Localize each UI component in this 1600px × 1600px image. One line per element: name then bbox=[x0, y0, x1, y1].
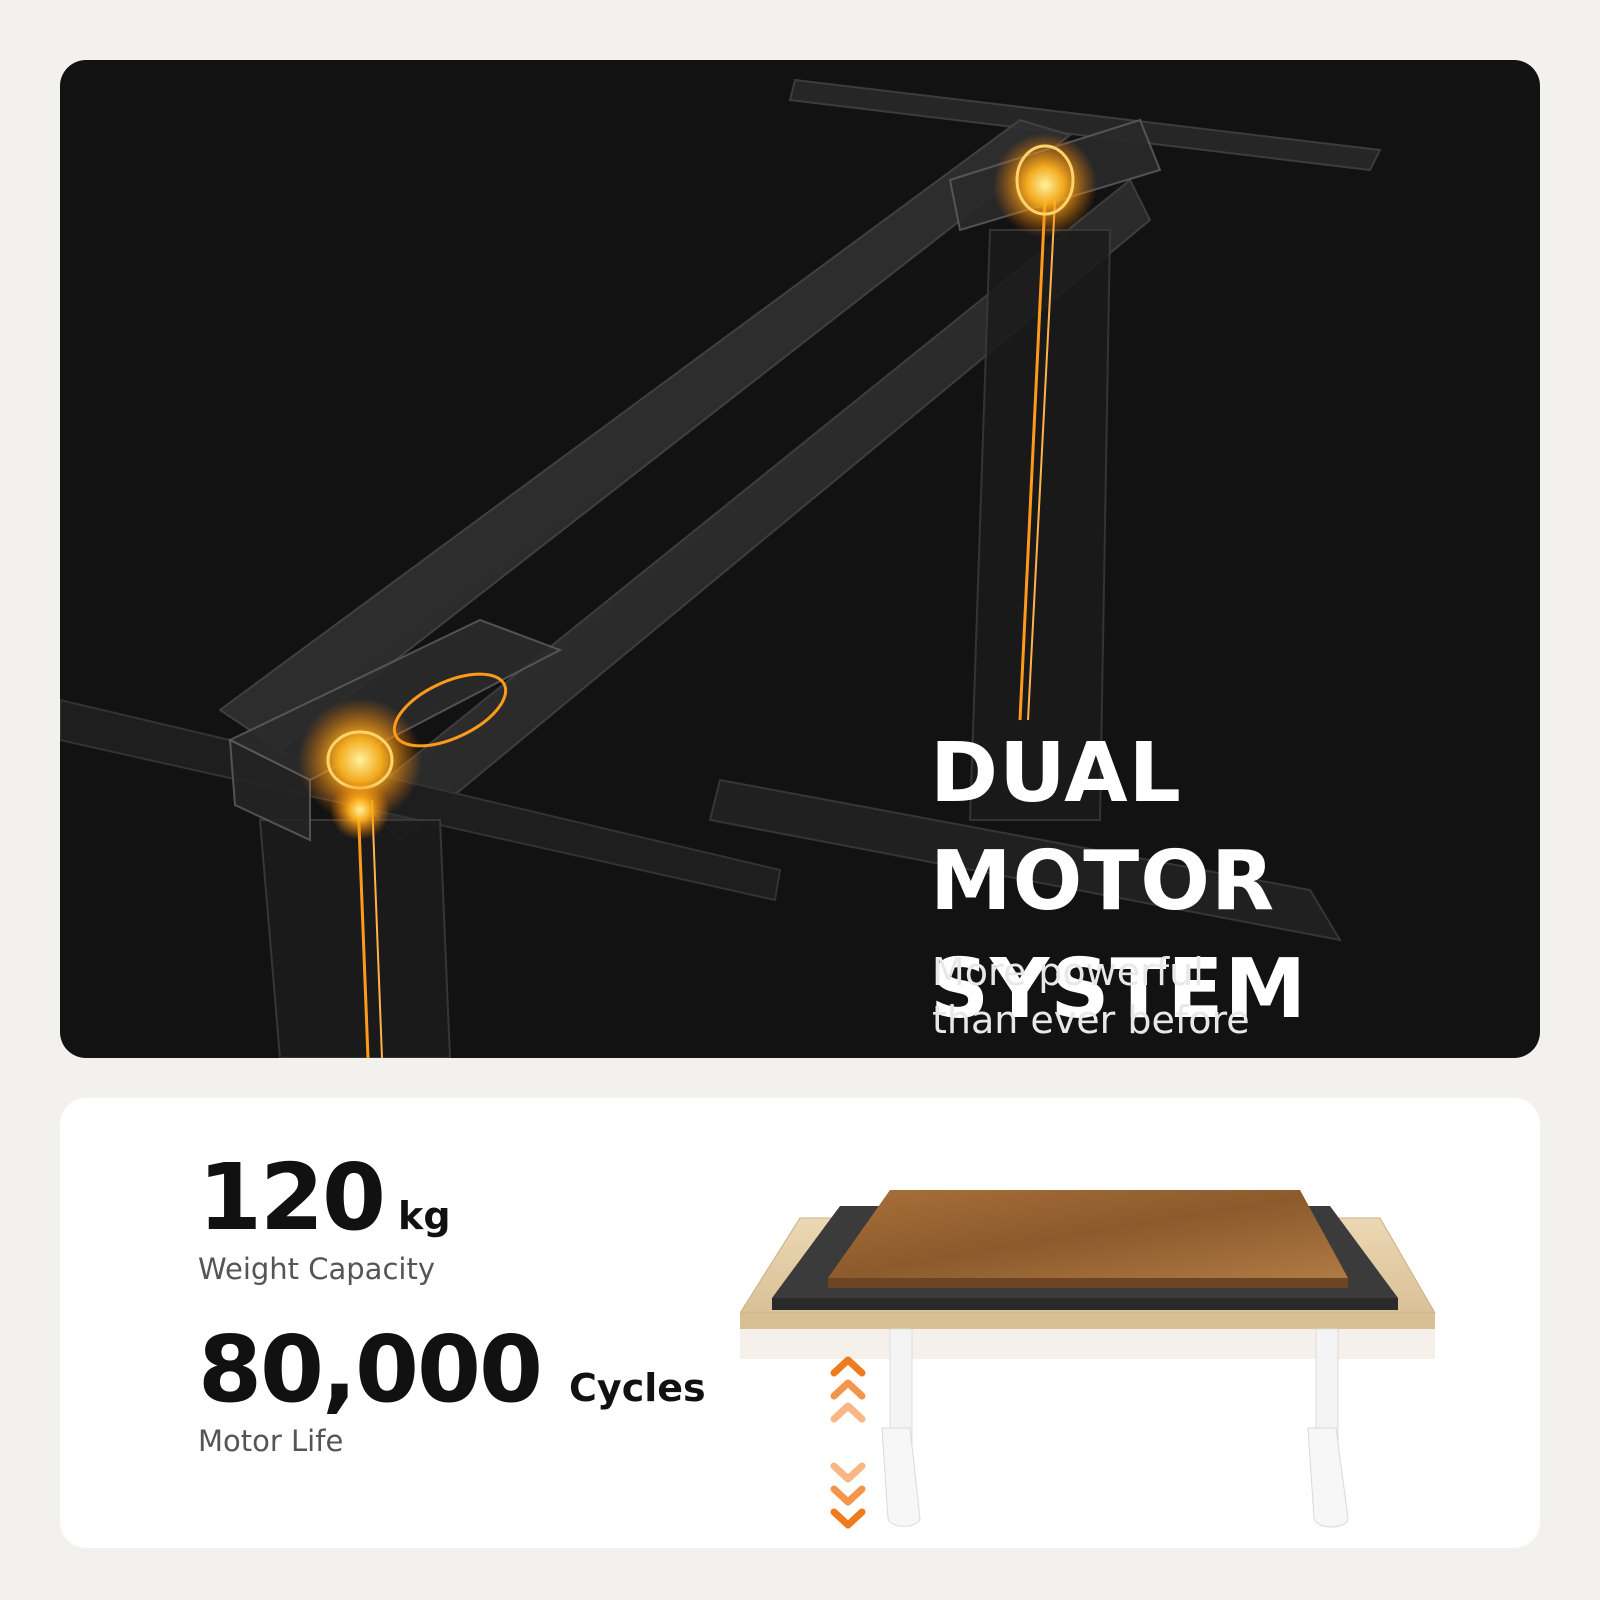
subheadline-line-1: More powerful bbox=[932, 950, 1204, 994]
stat-value: 80,000 bbox=[198, 1316, 543, 1423]
headline-line-2: SYSTEM bbox=[930, 942, 1308, 1037]
headline-line-1: DUAL MOTOR bbox=[930, 726, 1276, 929]
chevron-down-icon bbox=[830, 1462, 866, 1529]
hero-panel: DUAL MOTOR SYSTEM More powerful than eve… bbox=[60, 60, 1540, 1058]
chevron-up-icon bbox=[830, 1356, 866, 1423]
stat-value: 120 bbox=[198, 1144, 386, 1251]
stat-label: Weight Capacity bbox=[198, 1252, 435, 1286]
standing-desk-illustration bbox=[740, 1190, 1436, 1529]
desk-frame-illustration bbox=[60, 78, 1382, 1058]
desktop-wood bbox=[828, 1190, 1348, 1278]
stat-unit: Cycles bbox=[569, 1366, 706, 1410]
headline: DUAL MOTOR SYSTEM bbox=[930, 720, 1540, 1044]
stat-label: Motor Life bbox=[198, 1424, 344, 1458]
stat-unit: kg bbox=[398, 1194, 451, 1238]
subheadline: More powerful than ever before bbox=[932, 948, 1250, 1044]
subheadline-line-2: than ever before bbox=[932, 998, 1250, 1042]
